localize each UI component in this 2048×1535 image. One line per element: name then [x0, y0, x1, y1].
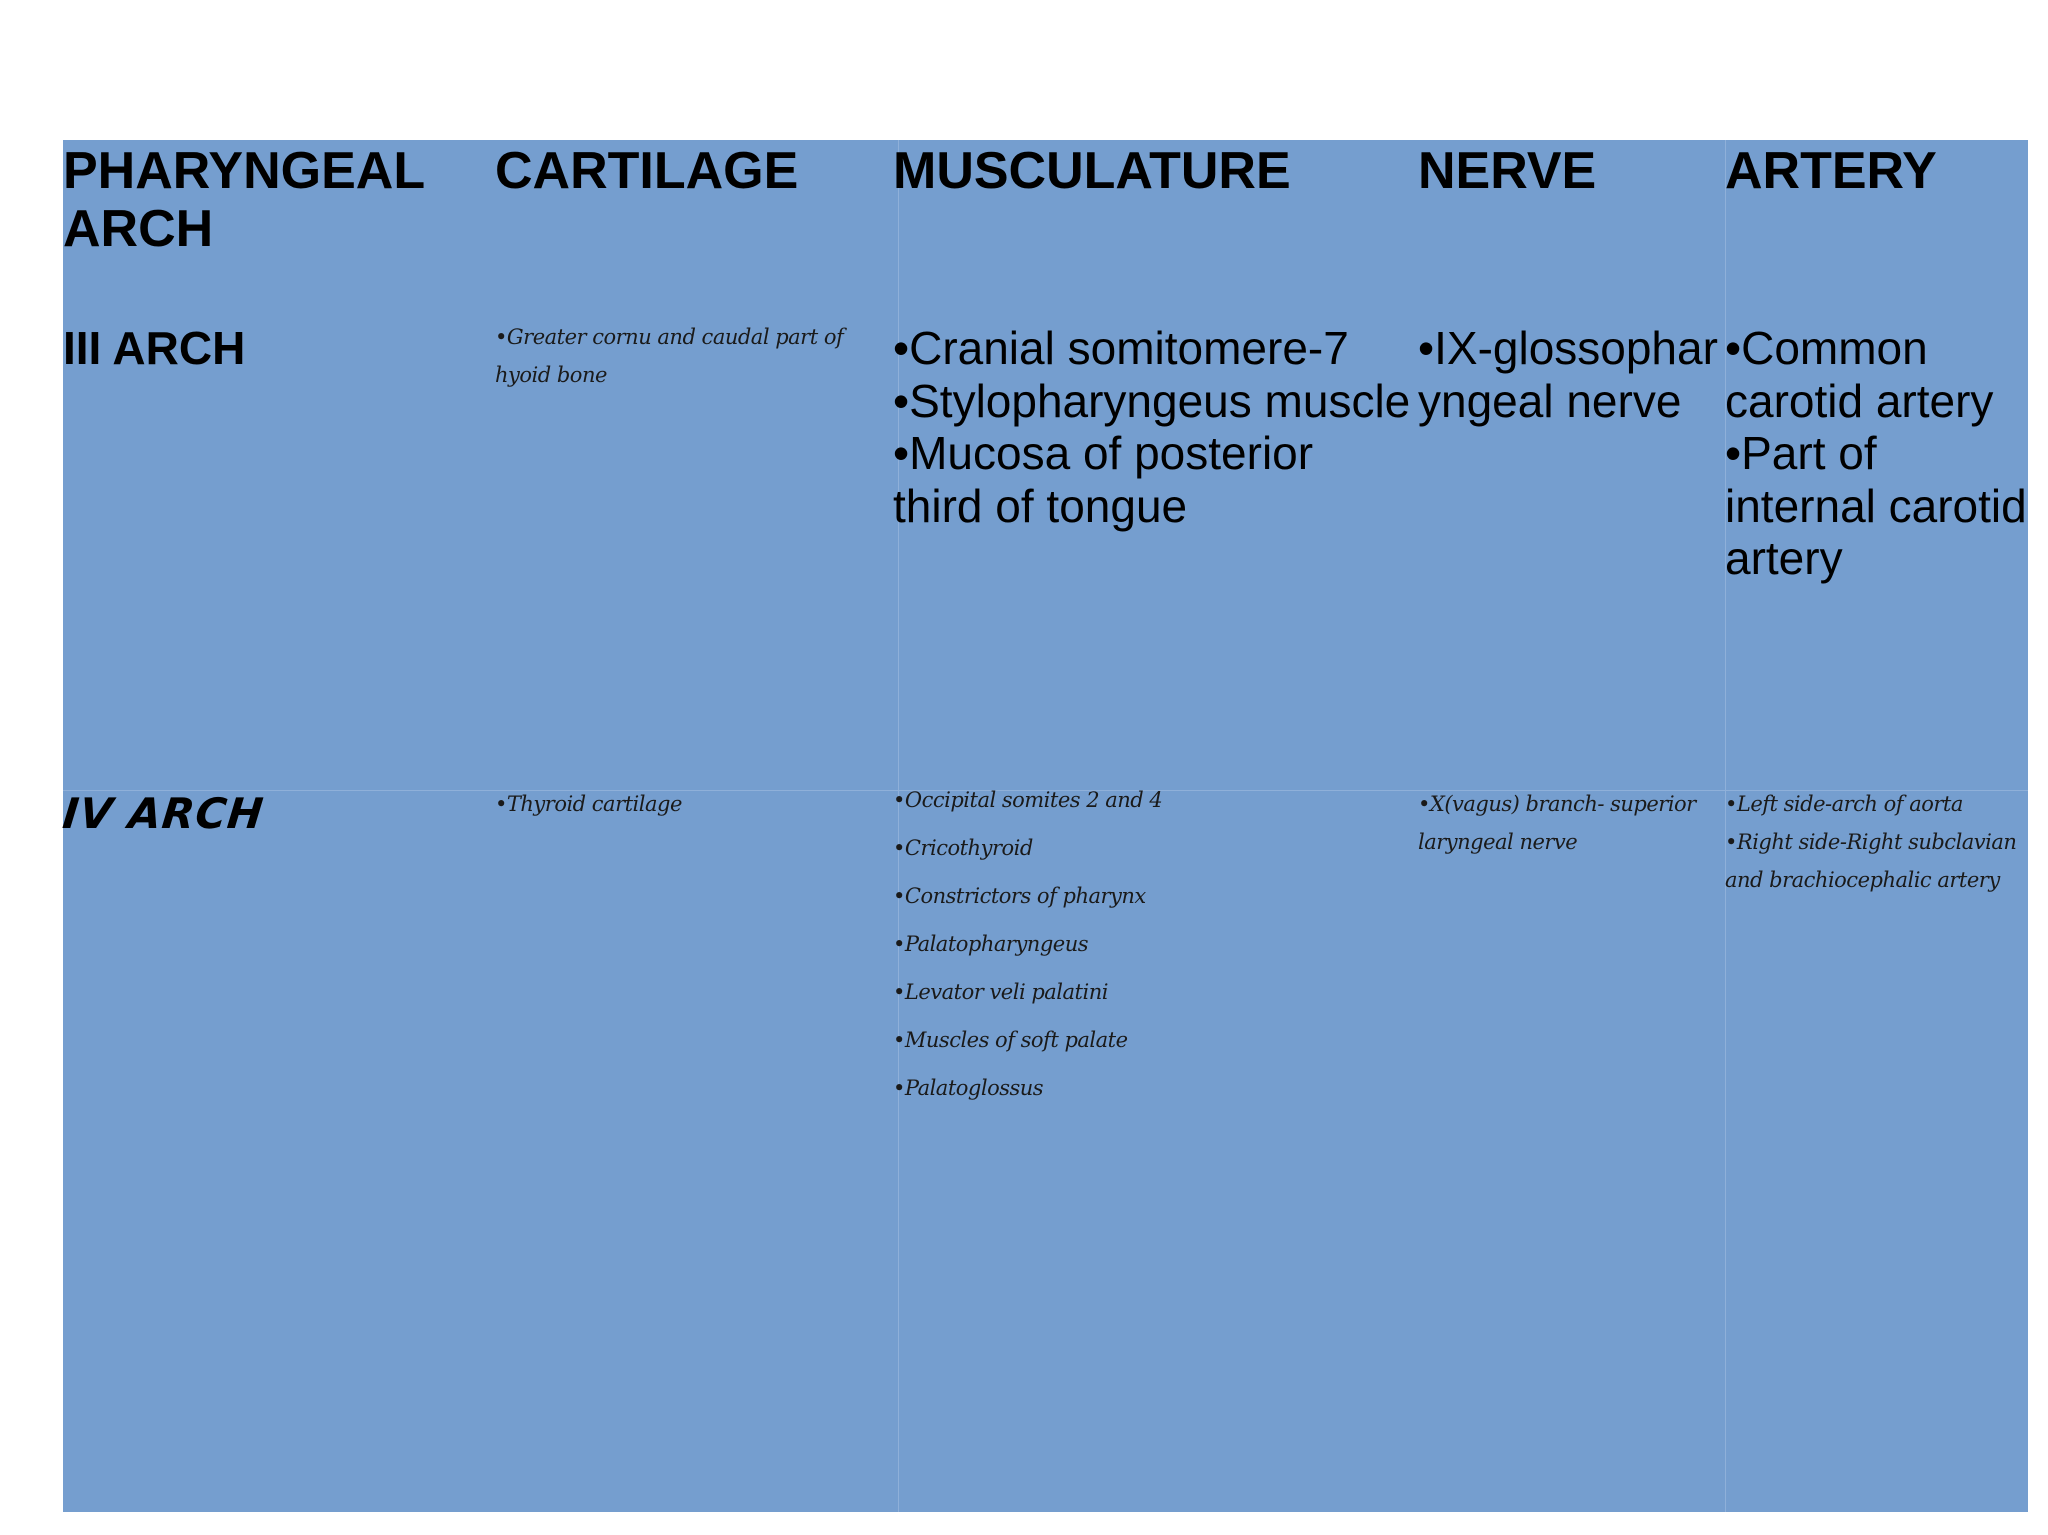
header-artery: ARTERY [1725, 142, 1937, 200]
iii-cartilage: •Greater cornu and caudal part of hyoid … [495, 318, 890, 394]
list-item: •Thyroid cartilage [495, 792, 682, 816]
list-item: •Palatopharyngeus [893, 932, 1089, 956]
header-musculature: MUSCULATURE [893, 142, 1291, 200]
arch-table: PHARYNGEAL ARCH CARTILAGE MUSCULATURE NE… [60, 140, 2028, 1512]
header-nerve: NERVE [1418, 142, 1597, 200]
column-divider [1725, 140, 1726, 1512]
list-item: •Cranial somitomere-7 [893, 322, 1349, 374]
iv-musculature: •Occipital somites 2 and 4 •Cricothyroid… [893, 776, 1413, 1112]
iv-nerve: •X(vagus) branch- superior laryngeal ner… [1418, 785, 1723, 861]
list-item: •IX-glossopharyngeal nerve [1418, 322, 1718, 427]
header-cartilage: CARTILAGE [495, 142, 799, 200]
row-label-iv-arch: IV ARCH [60, 789, 267, 838]
list-item: •Occipital somites 2 and 4 [893, 788, 1163, 812]
iii-musculature: •Cranial somitomere-7 •Stylopharyngeus m… [893, 322, 1433, 532]
list-item: •Muscles of soft palate [893, 1028, 1128, 1052]
list-item: •Greater cornu and caudal part of hyoid … [495, 325, 844, 387]
iv-artery: •Left side-arch of aorta •Right side-Rig… [1725, 785, 2028, 899]
list-item: •Mucosa of posterior third of tongue [893, 427, 1314, 532]
row-divider [63, 790, 2028, 791]
list-item: •Cricothyroid [893, 836, 1033, 860]
column-divider [898, 140, 899, 1512]
list-item: •Stylopharyngeus muscle [893, 374, 1411, 427]
row-label-iii-arch: III ARCH [63, 322, 246, 374]
list-item: •Levator veli palatini [893, 980, 1108, 1004]
iii-nerve: •IX-glossopharyngeal nerve [1418, 322, 1723, 427]
list-item: •Right side-Right subclavian and brachio… [1725, 830, 2017, 892]
list-item: •Common carotid artery [1725, 322, 1994, 427]
header-pharyngeal-arch: PHARYNGEAL ARCH [63, 142, 426, 258]
list-item: •X(vagus) branch- superior laryngeal ner… [1418, 792, 1696, 854]
iii-artery: •Common carotid artery •Part of internal… [1725, 322, 2028, 585]
list-item: •Left side-arch of aorta [1725, 792, 1963, 816]
list-item: •Part of internal carotid artery [1725, 427, 2027, 584]
list-item: •Constrictors of pharynx [893, 884, 1146, 908]
iv-cartilage: •Thyroid cartilage [495, 785, 890, 823]
list-item: •Palatoglossus [893, 1076, 1044, 1100]
